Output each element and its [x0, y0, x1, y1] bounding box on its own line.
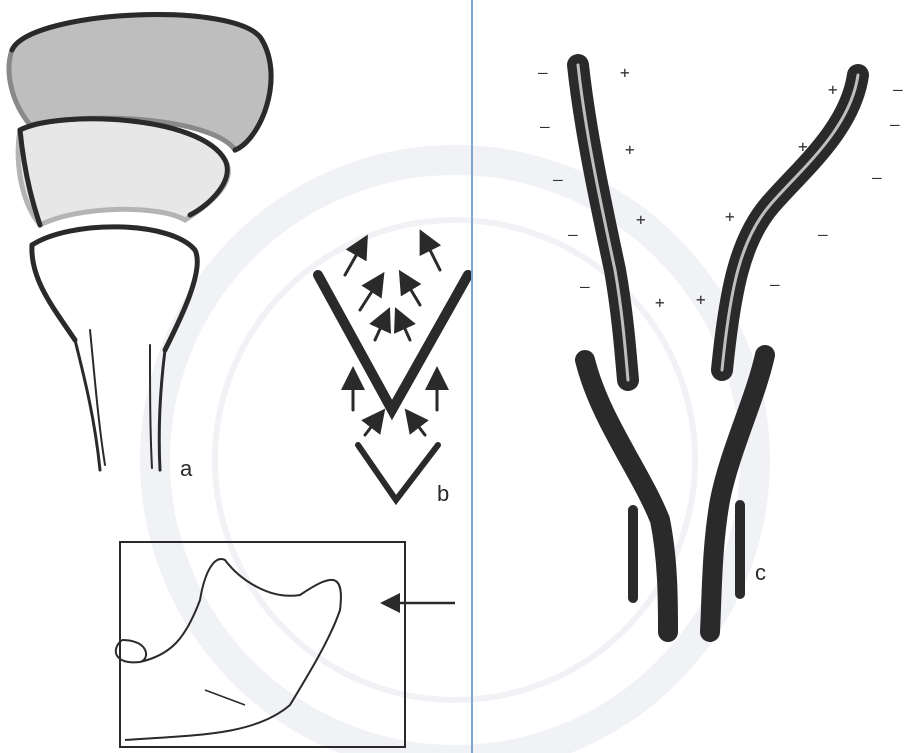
- minus-sign: –: [872, 168, 882, 187]
- panel-divider: [471, 0, 473, 753]
- plus-sign: +: [798, 137, 808, 156]
- plus-sign: +: [655, 293, 665, 312]
- minus-sign: –: [553, 170, 563, 189]
- watermark-seal: [155, 160, 755, 753]
- minus-sign: –: [580, 277, 590, 296]
- minus-sign: –: [538, 63, 548, 82]
- figure-label-c: c: [755, 560, 766, 586]
- plus-sign: +: [625, 140, 635, 159]
- minus-sign: –: [568, 225, 578, 244]
- minus-sign: –: [540, 117, 550, 136]
- figure-b-nested-v: [318, 240, 468, 500]
- plus-sign: +: [636, 210, 646, 229]
- minus-sign: –: [818, 225, 828, 244]
- plus-sign: +: [828, 80, 838, 99]
- figure-label-b: b: [437, 481, 449, 507]
- figure-label-a: a: [180, 456, 192, 482]
- figure-c-branching-tubes: [578, 65, 858, 632]
- plus-sign: +: [620, 63, 630, 82]
- plus-sign: +: [696, 290, 706, 309]
- minus-sign: –: [890, 115, 900, 134]
- plus-sign: +: [725, 207, 735, 226]
- minus-sign: –: [770, 275, 780, 294]
- minus-sign: –: [893, 80, 903, 99]
